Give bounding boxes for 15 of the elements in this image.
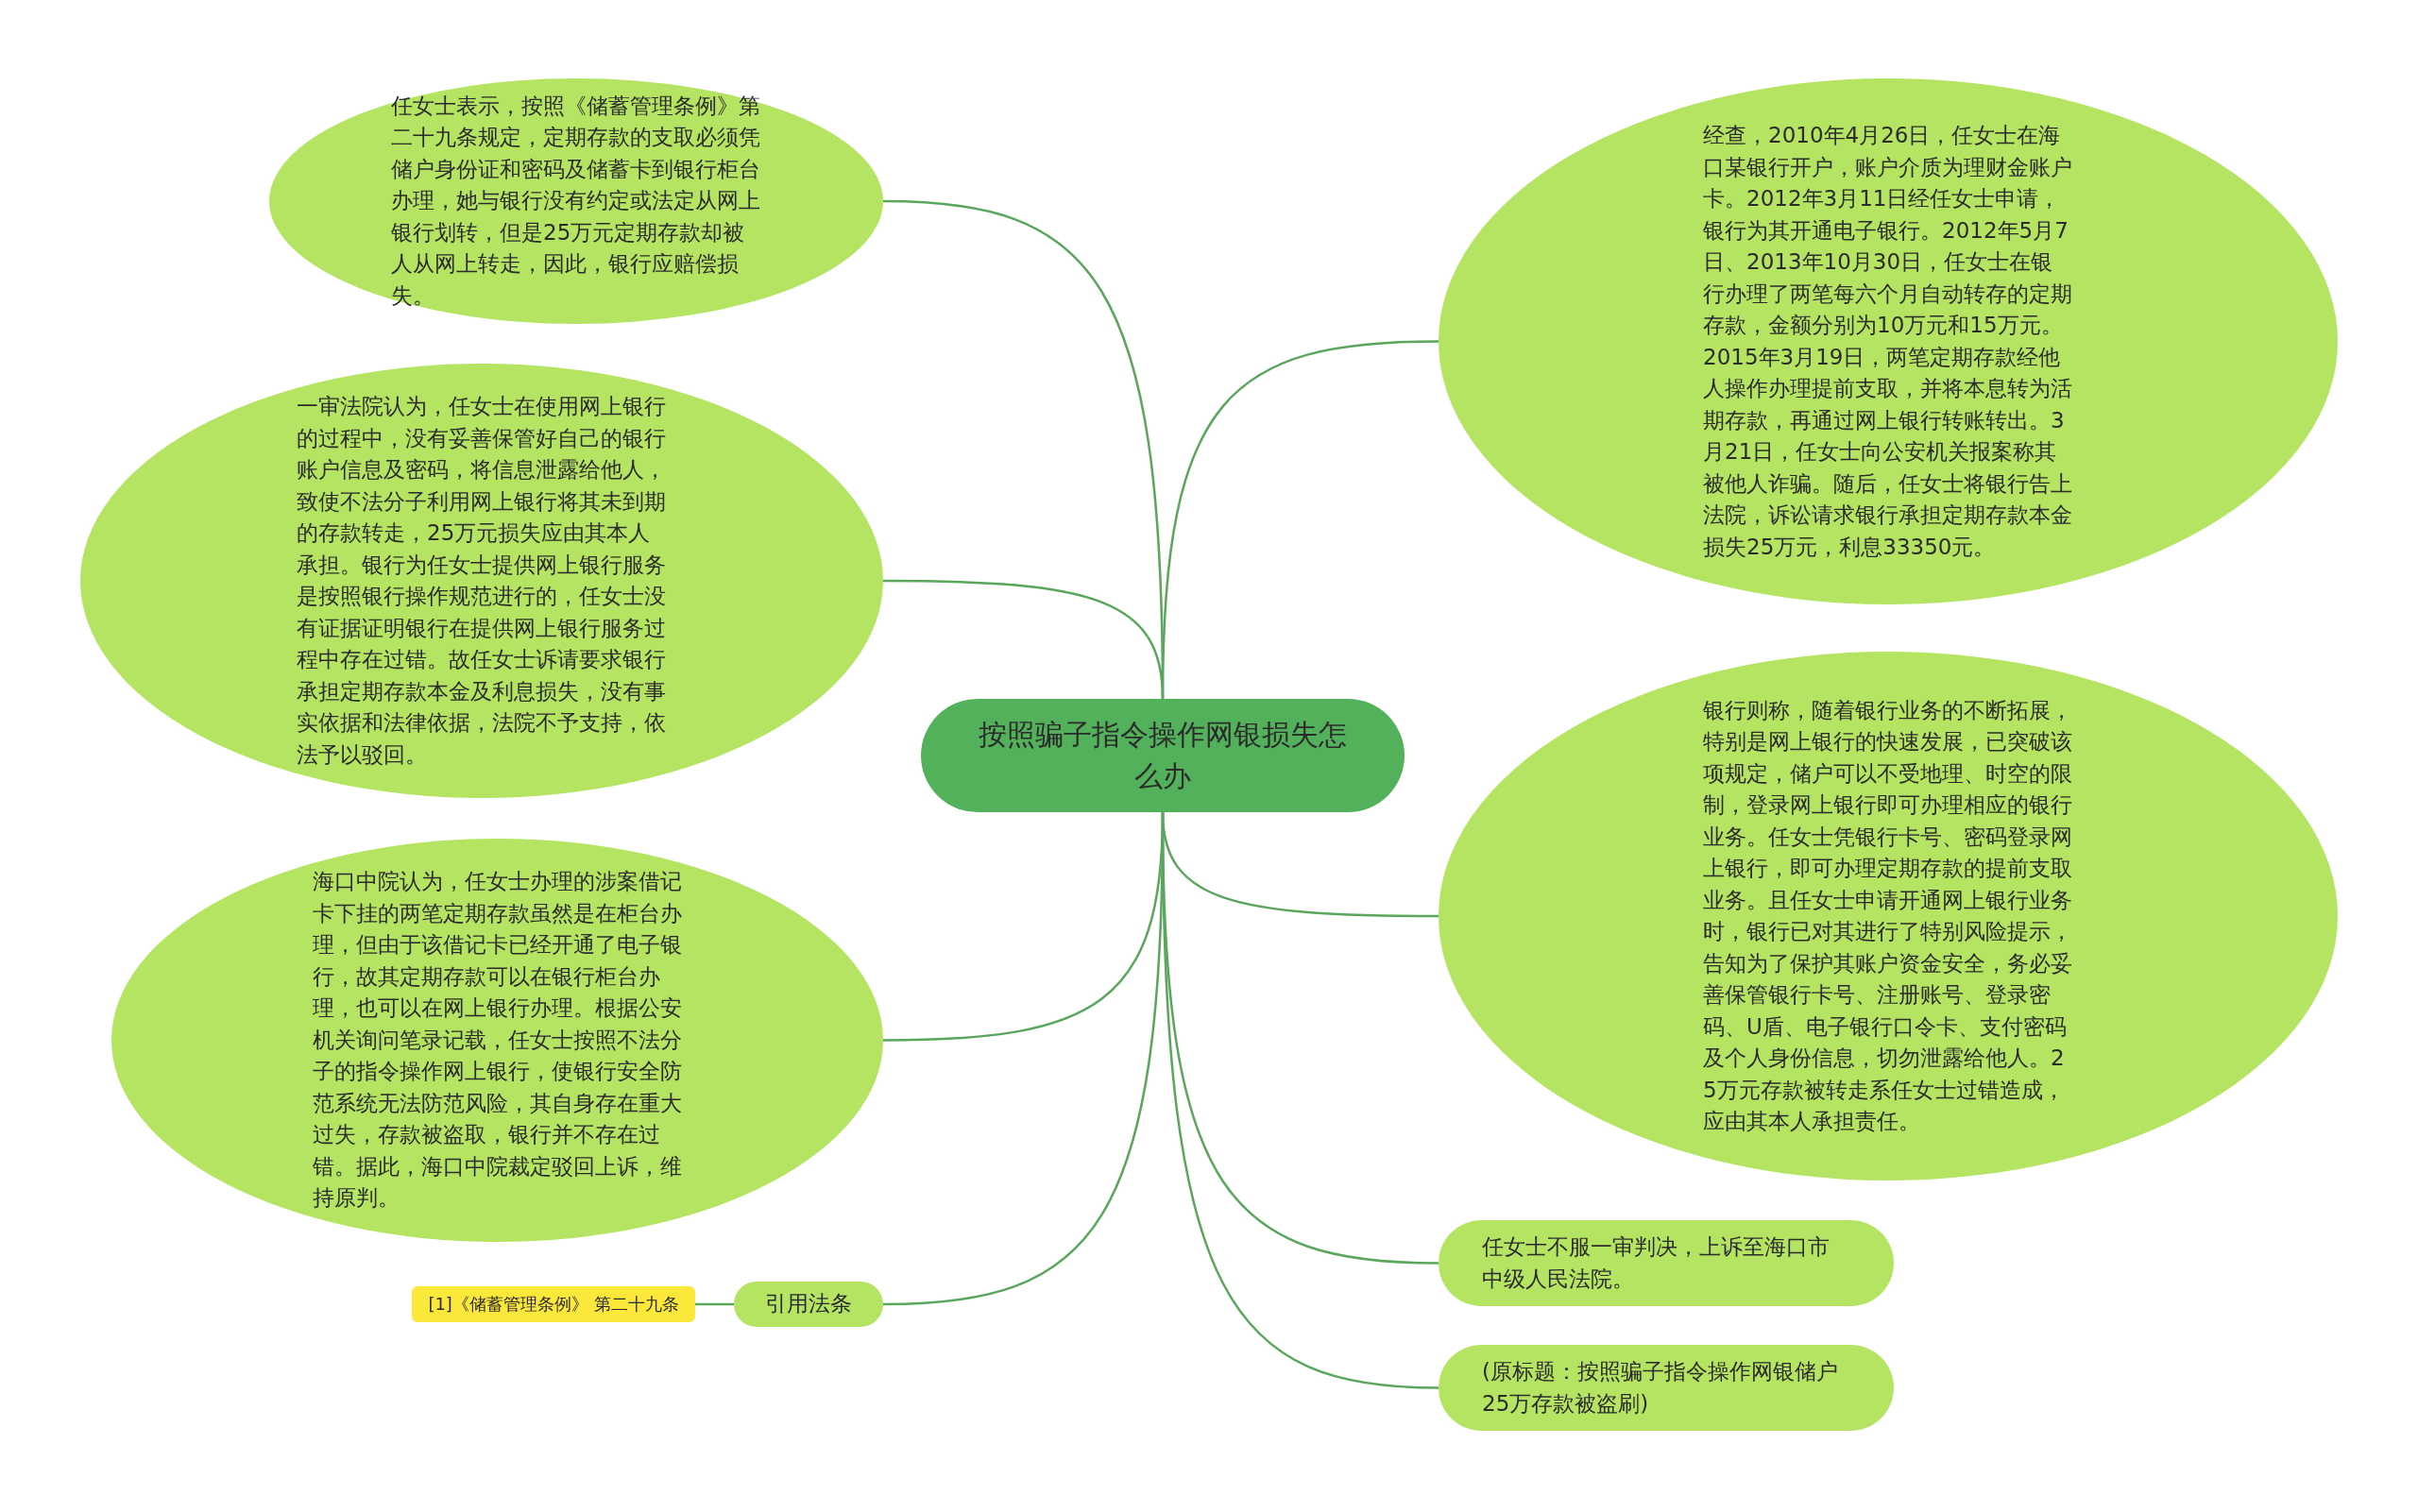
citation-text: [1]《储蓄管理条例》 第二十九条 [427,1293,680,1316]
topic-title: 按照骗子指令操作网银损失怎么办 [978,717,1348,794]
connector-line [1161,812,1439,1389]
bubble-text: 任女士不服一审判决，上诉至海口市中级人民法院。 [1482,1233,1831,1293]
connector-line [1161,340,1439,700]
bubble-text: 引用法条 [764,1290,853,1318]
bubble-text: 任女士表示，按照《储蓄管理条例》第二十九条规定，定期存款的支取必须凭储户身份证和密码及储蓄卡到银行柜台办理，她与银行没有约定或法定从网上银行划转，但是25万元定期存款却被人从网上转走，因此，银行应赔偿损失。 [391,92,761,310]
bubble-text: 银行则称，随着银行业务的不断拓展，特别是网上银行的快速发展，已突破该项规定，储户可以不受地理、时空的限制，登录网上银行即可办理相应的银行业务。任女士凭银行卡号、密码登录网上银行，即可办理定期存款的提前支取业务。且任女士申请开通网上银行业务时，银行已对其进行了特别风险提示，告知为了保护其账户资金安全，务必妥善保管银行卡号、注册账号、登录密码、U盾、电子银行口令卡、支付密码及个人身份信息，切勿泄露给他人。25万元存款被转走系任女士过错造成，应由其本人承担责任。 [1703,696,2073,1135]
bubble-text: 一审法院认为，任女士在使用网上银行的过程中，没有妥善保管好自己的银行账户信息及密码，将信息泄露给他人，致使不法分子利用网上银行将其未到期的存款转走，25万元损失应由其本人承担。银行为任女士提供网上银行服务是按照银行操作规范进行的，任女士没有证据证明银行在提供网上银行服务过程中存在过错。故任女士诉请要求银行承担定期存款本金及利息损失，没有事实依据和法律依据，法院不予支持，依法予以驳回。 [297,393,667,769]
citation-tag [412,1286,695,1322]
bubble-text: (原标题：按照骗子指令操作网银储户25万存款被盗刷) [1482,1358,1839,1418]
bubble-text: 海口中院认为，任女士办理的涉案借记卡下挂的两笔定期存款虽然是在柜台办理，但由于该借记卡已经开通了电子银行，故其定期存款可以在银行柜台办理，也可以在网上银行办理。根据公安机关询问笔录记载，任女士按照不法分子的指令操作网上银行，使银行安全防范系统无法防范风险，其自身存在重大过失，存款被盗取，银行并不存在过错。据此，海口中院裁定驳回上诉，维持原判。 [312,868,683,1213]
bubble-text: 经查，2010年4月26日，任女士在海口某银行开户，账户介质为理财金账户卡。2012年3月11日经任女士申请，银行为其开通电子银行。2012年5月7日、2013年10月30日，任女士在银行办理了两笔每六个月自动转存的定期存款，金额分别为10万元和15万元。2015年3月19日，两笔定期存款经他人操作办理提前支取，并将本息转为活期存款，再通过网上银行转账转出。3月21日，任女士向公安机关报案称其被他人诈骗。随后，任女士将银行告上法院，诉讼请求银行承担定期存款本金损失25万元，利息33350元。 [1703,122,2073,561]
topic-bubble [734,1282,883,1327]
connector-line [695,1302,734,1306]
